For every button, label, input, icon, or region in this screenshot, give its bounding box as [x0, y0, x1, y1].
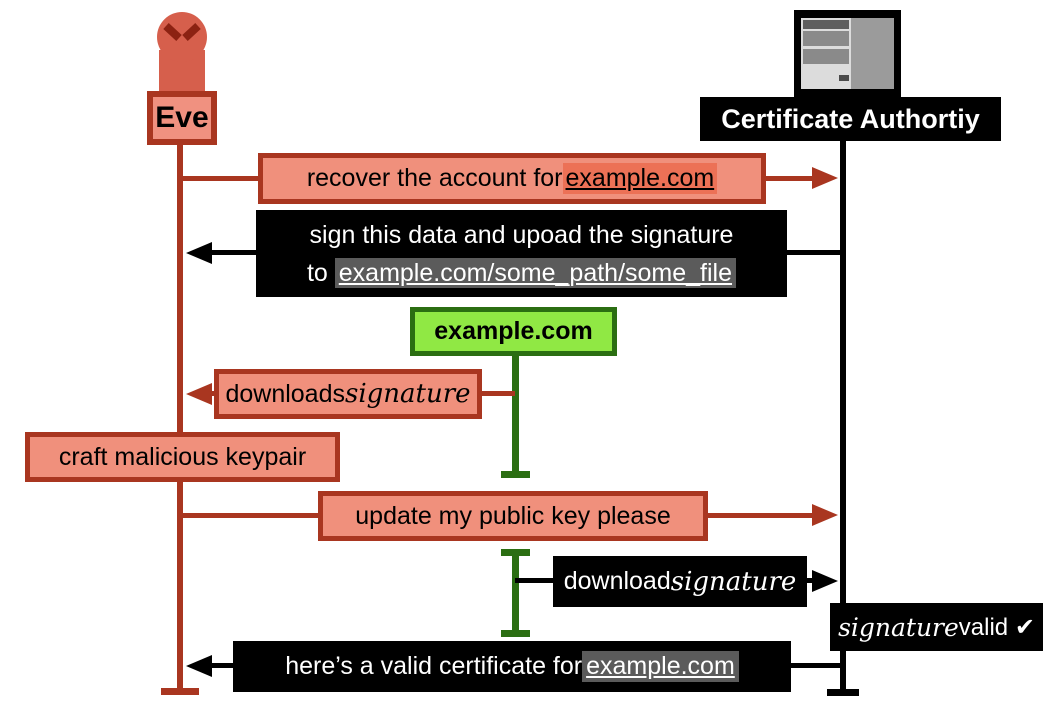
server-front-panel — [801, 18, 851, 89]
certificate-domain-link: example.com — [582, 651, 739, 682]
eve-lifeline-terminator — [161, 688, 199, 695]
server-drive-bay — [803, 49, 849, 64]
download-message-text: download — [563, 567, 671, 595]
server-drive-bay — [803, 31, 849, 46]
sign-message-path-link: example.com/some_path/some_file — [334, 257, 737, 288]
download-arrowhead-right-icon — [812, 570, 838, 592]
valid-text-and-checkmark-icon: valid ✔ — [958, 613, 1035, 641]
site-lifeline-upper-end-cap — [501, 471, 530, 478]
valid-signature-word: signature — [838, 612, 959, 642]
download-message-box: download signature — [553, 556, 807, 607]
recover-message-domain-link: example.com — [562, 163, 718, 194]
downloads-message-box: downloads signature — [214, 369, 482, 419]
site-box-label: example.com — [434, 317, 593, 345]
update-key-message-text: update my public key please — [355, 501, 671, 530]
download-signature-word: signature — [670, 566, 797, 597]
update-key-message-box: update my public key please — [318, 491, 708, 541]
sign-message-box: sign this data and upoad the signature t… — [256, 210, 787, 297]
update-arrowhead-right-icon — [812, 504, 838, 526]
recover-message-box: recover the account for example.com — [258, 153, 766, 204]
sign-message-line1-text: sign this data and upoad the signature — [309, 220, 734, 249]
ca-actor-label: Certificate Authortiy — [700, 97, 1001, 141]
eve-actor-label: Eve — [147, 91, 217, 145]
server-power-button — [839, 75, 849, 81]
server-icon — [794, 10, 901, 97]
certificate-message-box: here’s a valid certificate for example.c… — [233, 641, 791, 692]
site-lifeline-upper — [512, 354, 519, 478]
downloads-arrowhead-left-icon — [186, 383, 212, 405]
recover-arrowhead-right-icon — [812, 167, 838, 189]
eve-lifeline — [177, 143, 183, 690]
server-side-panel — [851, 18, 894, 89]
downloads-message-text: downloads — [225, 379, 345, 408]
server-drive-bay — [803, 20, 849, 29]
signature-valid-box: signature valid ✔ — [830, 603, 1043, 651]
certificate-arrowhead-left-icon — [186, 655, 212, 677]
site-lifeline-lower-end-cap — [501, 630, 530, 637]
downloads-signature-word: signature — [344, 379, 471, 409]
sign-arrowhead-left-icon — [186, 242, 212, 264]
sign-message-line1: sign this data and upoad the signature — [310, 216, 734, 254]
ca-lifeline-terminator — [827, 689, 859, 696]
sign-message-line2: to example.com/some_path/some_file — [306, 254, 737, 292]
eve-actor-label-text: Eve — [155, 101, 209, 134]
certificate-message-text: here’s a valid certificate for — [285, 652, 583, 680]
site-lifeline-lower — [512, 549, 519, 637]
ca-lifeline — [840, 140, 846, 690]
sign-message-line2-text: to — [306, 258, 335, 287]
craft-keypair-box: craft malicious keypair — [25, 432, 340, 482]
craft-keypair-text: craft malicious keypair — [58, 442, 307, 471]
ca-actor-label-text: Certificate Authortiy — [721, 103, 980, 134]
recover-message-text: recover the account for — [306, 164, 563, 192]
site-box: example.com — [410, 307, 617, 356]
angry-person-icon — [157, 12, 207, 62]
